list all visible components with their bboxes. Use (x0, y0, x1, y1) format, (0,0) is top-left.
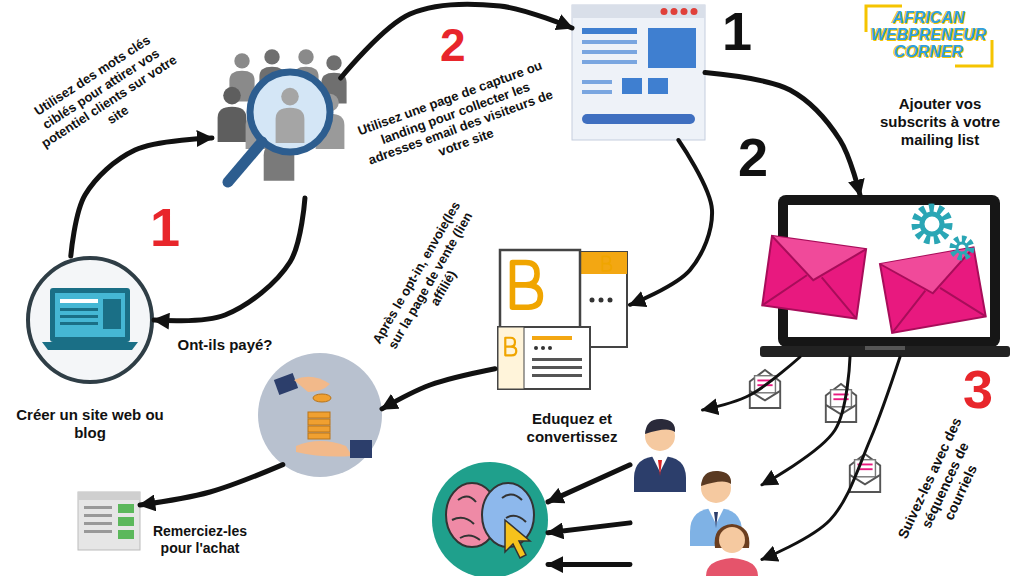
flow-line (703, 357, 800, 410)
flow-line (548, 562, 630, 567)
flow-line (140, 465, 283, 505)
step-number: 2 (738, 130, 768, 184)
audience-node: Utilisez des mots clés ciblés pour attir… (212, 48, 355, 198)
node-label: Eduquez et convertissez (512, 410, 632, 446)
flow-arrow (703, 357, 900, 559)
step-number: 1 (722, 4, 752, 58)
payment-icon (258, 353, 382, 477)
step-number: 2 (440, 22, 466, 68)
flow-line (548, 523, 630, 533)
subscribers-node: Suivez-les avec des séquences de courrie… (630, 410, 762, 576)
email-envelopes (750, 370, 880, 492)
node-label: Ajouter vos subscrits à votre mailing li… (865, 95, 1015, 149)
sales-page-node: Après le opt-in, envoie(les sur la page … (495, 248, 630, 390)
flow-line (382, 369, 495, 409)
step-number: 1 (150, 200, 180, 254)
subscribers-icon (634, 419, 758, 576)
step-number: 3 (963, 362, 993, 416)
node-label: Suivez-les avec des séquences de courrie… (893, 411, 998, 559)
brain-icon (432, 462, 548, 576)
flow-line (762, 357, 850, 485)
website-node: Créer un site web ou blog (26, 256, 154, 384)
mailing-list-node: Ajouter vos subscrits à votre mailing li… (760, 195, 1010, 357)
node-label: Après le opt-in, envoie(les sur la page … (367, 195, 493, 366)
thank-you-node: Remerciez-les pour l'achat (78, 490, 140, 550)
flow-arrow (140, 465, 283, 505)
flow-line (705, 73, 860, 196)
node-label: Utilisez des mots clés ciblés pour attir… (17, 23, 194, 168)
sales-page-icon (498, 250, 627, 389)
node-label: Utilisez une page de capture ou landing … (353, 57, 562, 184)
laptop-email-icon (760, 195, 1010, 357)
flow-line (630, 140, 712, 305)
brand-logo: AFRICAN WEBPRENEUR CORNER (866, 10, 991, 60)
landing-page-icon (572, 5, 705, 140)
landing-page-node: Utilisez une page de capture ou landing … (572, 5, 705, 140)
flow-arrow (382, 369, 495, 409)
audience-icon (218, 49, 347, 182)
website-icon (28, 258, 152, 382)
flow-arrow (548, 465, 630, 565)
node-label: Créer un site web ou blog (10, 406, 170, 442)
thank-you-icon (78, 492, 140, 550)
flow-line (548, 465, 630, 502)
logo-frame (866, 6, 992, 66)
payment-node: Ont-ils payé? (258, 353, 382, 477)
node-label: Remerciez-les pour l'achat (145, 523, 255, 557)
brain-node: Eduquez et convertissez (432, 462, 548, 576)
node-label: Ont-ils payé? (165, 336, 285, 354)
flow-line (71, 138, 212, 256)
flow-arrow (705, 73, 860, 196)
flow-arrow (630, 140, 712, 305)
flow-line (762, 357, 900, 559)
flow-arrow (71, 138, 212, 256)
